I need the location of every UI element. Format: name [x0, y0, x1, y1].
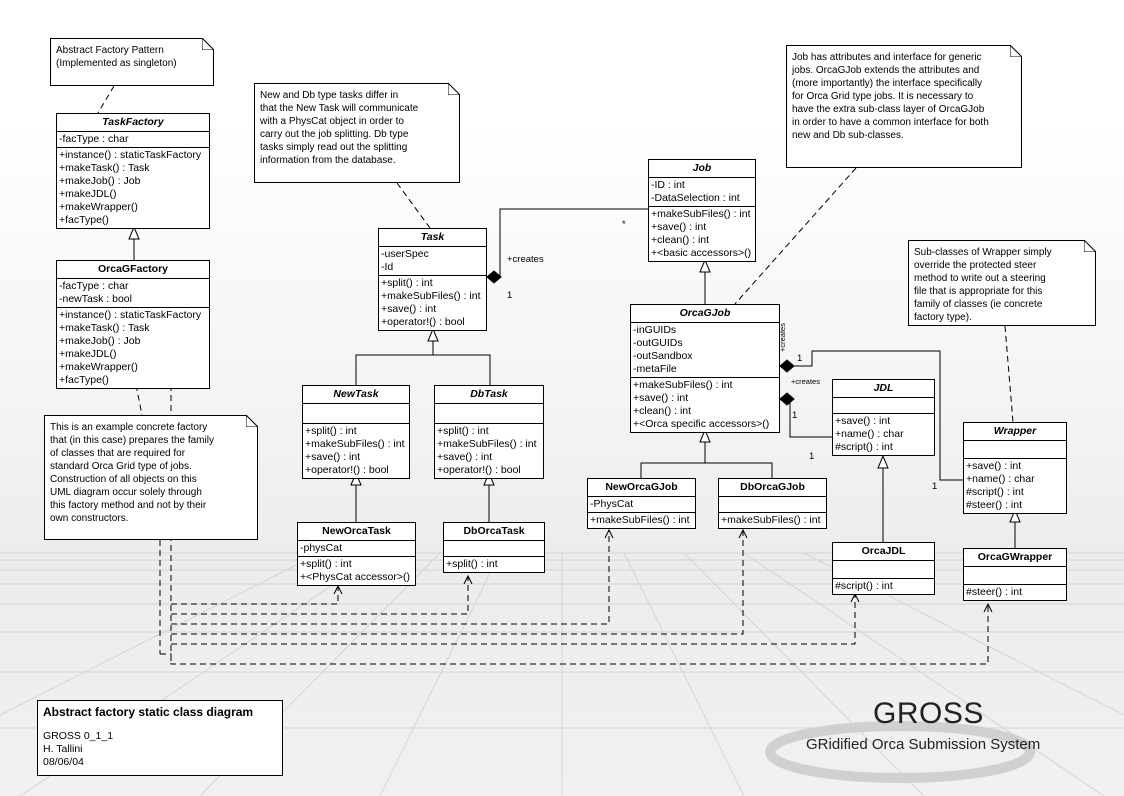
class-operations: +instance() : staticTaskFactory +makeTas… — [59, 309, 202, 386]
class-attributes — [444, 541, 544, 557]
note-fold-corner — [202, 38, 214, 50]
class-name: OrcaGWrapper — [964, 549, 1066, 567]
class-attributes — [719, 497, 826, 513]
note-concrete-factory: This is an example concrete factory that… — [44, 415, 258, 540]
note-wrapper: Sub-classes of Wrapper simply override t… — [908, 240, 1096, 326]
class-operations: +split() : int +makeSubFiles() : int +sa… — [437, 425, 537, 476]
note-fold-corner — [1010, 45, 1022, 57]
class-operations: #steer() : int — [966, 586, 1023, 598]
class-name: Task — [379, 229, 486, 247]
class-newtask[interactable]: NewTask +split() : int +makeSubFiles() :… — [302, 385, 410, 479]
class-attributes — [964, 441, 1066, 459]
class-job[interactable]: Job -ID : int -DataSelection : int +make… — [648, 159, 756, 262]
class-wrapper[interactable]: Wrapper +save() : int +name() : char #sc… — [963, 422, 1067, 514]
diagram-author: H. Tallini — [43, 743, 83, 755]
class-dborcagjob[interactable]: DbOrcaGJob +makeSubFiles() : int — [718, 478, 827, 529]
class-attributes: -inGUIDs -outGUIDs -outSandbox -metaFile — [631, 323, 779, 378]
class-operations: +split() : int +<PhysCat accessor>() — [300, 558, 411, 583]
brand-name: GROSS — [873, 697, 984, 730]
note-fold-corner — [448, 83, 460, 95]
class-orcajdl[interactable]: OrcaJDL #script() : int — [832, 542, 935, 595]
class-jdl[interactable]: JDL +save() : int +name() : char #script… — [832, 379, 935, 456]
class-name: NewOrcaGJob — [588, 479, 695, 497]
class-operations: +save() : int +name() : char #script() :… — [835, 415, 904, 453]
class-name: DbTask — [435, 386, 543, 404]
class-name: DbOrcaTask — [444, 523, 544, 541]
class-dborcatask[interactable]: DbOrcaTask +split() : int — [443, 522, 545, 573]
class-name: OrcaGJob — [631, 305, 779, 323]
class-operations: #script() : int — [835, 580, 893, 592]
note-anchor-tasks — [396, 182, 431, 229]
class-name: JDL — [833, 380, 934, 398]
diagram-title: Abstract factory static class diagram — [43, 705, 254, 719]
job-multiplicity-many: * — [622, 219, 626, 230]
class-operations: +instance() : staticTaskFactory +makeTas… — [59, 149, 202, 226]
note-anchor-job — [734, 167, 857, 305]
task-multiplicity-one: 1 — [507, 290, 513, 301]
note-anchor-factory — [97, 85, 115, 114]
class-name: OrcaJDL — [833, 543, 934, 561]
class-name: TaskFactory — [57, 114, 209, 132]
wrapper-multiplicity-one: 1 — [932, 481, 938, 492]
note-fold-corner — [1084, 240, 1096, 252]
note-task-types: New and Db type tasks differ in that the… — [254, 83, 460, 183]
class-attributes — [833, 561, 934, 579]
class-neworcagjob[interactable]: NewOrcaGJob -PhysCat +makeSubFiles() : i… — [587, 478, 696, 529]
class-task[interactable]: Task -userSpec -Id +split() : int +makeS… — [378, 228, 487, 331]
note-job: Job has attributes and interface for gen… — [786, 45, 1022, 168]
class-operations: +makeSubFiles() : int +save() : int +cle… — [651, 208, 752, 259]
class-name: OrcaGFactory — [57, 261, 209, 279]
class-orcagjob[interactable]: OrcaGJob -inGUIDs -outGUIDs -outSandbox … — [630, 304, 780, 433]
note-anchor-wrapper — [1004, 325, 1014, 423]
brand-subtitle: GRidified Orca Submission System — [806, 736, 1041, 753]
orcagjob-jdl-creates-label: +creates — [791, 377, 820, 386]
class-operations: +makeSubFiles() : int +save() : int +cle… — [633, 379, 770, 430]
class-name: Job — [649, 160, 755, 178]
diagram-date: 08/06/04 — [43, 756, 84, 768]
task-job-creates-label: +creates — [507, 254, 544, 265]
class-taskfactory[interactable]: TaskFactory -facType : char +instance() … — [56, 113, 210, 229]
class-operations: +makeSubFiles() : int — [721, 514, 821, 526]
orcagjob-wrapper-composition — [780, 350, 963, 481]
diagram-version: GROSS 0_1_1 — [43, 730, 114, 742]
note-factory-pattern: Abstract Factory Pattern (Implemented as… — [50, 38, 214, 86]
diagram-title-block: Abstract factory static class diagram GR… — [37, 700, 283, 776]
class-operations: +makeSubFiles() : int — [590, 514, 690, 526]
class-orcagfactory[interactable]: OrcaGFactory -facType : char -newTask : … — [56, 260, 210, 389]
orcagjob-wrapper-multiplicity-one: 1 — [797, 353, 803, 364]
note-anchor-concrete — [135, 384, 143, 416]
class-operations: +split() : int — [446, 558, 498, 570]
class-name: NewTask — [303, 386, 409, 404]
class-name: DbOrcaGJob — [719, 479, 826, 497]
class-name: Wrapper — [964, 423, 1066, 441]
class-dbtask[interactable]: DbTask +split() : int +makeSubFiles() : … — [434, 385, 544, 479]
class-attributes: -userSpec -Id — [379, 247, 486, 276]
class-attributes — [964, 567, 1066, 585]
orcagjob-jdl-multiplicity-one: 1 — [792, 410, 798, 421]
class-attributes: -PhysCat — [588, 497, 695, 513]
class-neworcatask[interactable]: NewOrcaTask -physCat +split() : int +<Ph… — [297, 522, 416, 586]
class-name: NewOrcaTask — [298, 523, 415, 541]
class-operations: +split() : int +makeSubFiles() : int +sa… — [381, 277, 481, 328]
class-operations: +save() : int +name() : char #script() :… — [966, 460, 1035, 511]
note-fold-corner — [246, 415, 258, 427]
class-attributes: -ID : int -DataSelection : int — [649, 178, 755, 207]
class-operations: +split() : int +makeSubFiles() : int +sa… — [305, 425, 405, 476]
class-attributes — [303, 404, 409, 424]
class-attributes: -facType : char -newTask : bool — [57, 279, 209, 308]
class-attributes: -physCat — [298, 541, 415, 557]
class-attributes: -facType : char — [57, 132, 209, 148]
class-attributes — [833, 398, 934, 414]
class-attributes — [435, 404, 543, 424]
class-orcagwrapper[interactable]: OrcaGWrapper #steer() : int — [963, 548, 1067, 601]
jdl-multiplicity-one: 1 — [809, 451, 815, 462]
